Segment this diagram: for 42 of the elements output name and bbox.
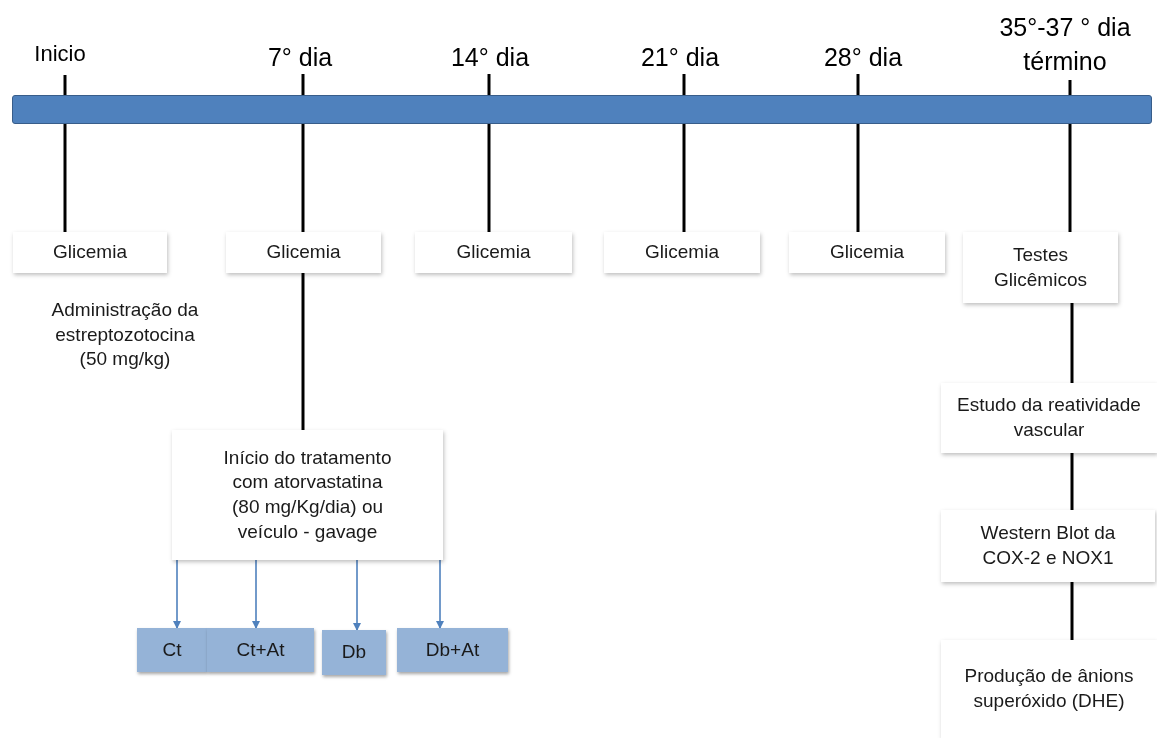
group-box: Db: [322, 630, 386, 675]
connector-line: [1068, 124, 1072, 232]
timeline-label: 28° dia: [808, 40, 918, 76]
process-box: Glicemia: [13, 232, 167, 273]
process-box: Glicemia: [604, 232, 760, 273]
arrow: [173, 559, 181, 629]
arrow: [252, 559, 260, 629]
connector-line: [301, 273, 305, 430]
note-text: Administração da estreptozotocina (50 mg/kg): [50, 298, 200, 372]
connector-line: [63, 75, 67, 95]
process-box: Produção de ânions superóxido (DHE): [941, 640, 1157, 738]
connector-line: [856, 74, 860, 95]
connector-line: [1068, 80, 1072, 95]
arrow: [353, 559, 361, 631]
connector-line: [487, 124, 491, 232]
group-box: Db+At: [397, 628, 508, 672]
group-box: Ct: [137, 628, 207, 672]
process-box: Glicemia: [789, 232, 945, 273]
timeline-label: 7° dia: [250, 40, 350, 76]
arrow: [436, 559, 444, 629]
connector-line: [1070, 303, 1074, 383]
connector-line: [856, 124, 860, 232]
process-box: Estudo da reatividade vascular: [941, 383, 1157, 453]
connector-line: [1070, 582, 1074, 640]
connector-line: [487, 74, 491, 95]
connector-line: [301, 124, 305, 232]
process-box: Início do tratamento com atorvastatina (80 mg/Kg/dia) ou veículo - gavage: [172, 430, 443, 560]
timeline-bar: [12, 95, 1152, 124]
connector-line: [682, 74, 686, 95]
timeline-label: 21° dia: [625, 40, 735, 76]
process-box: Testes Glicêmicos: [963, 232, 1118, 303]
timeline-label: 35°-37 ° dia término: [975, 10, 1155, 80]
connector-line: [682, 124, 686, 232]
connector-line: [1070, 453, 1074, 510]
timeline-label: Inicio: [20, 38, 100, 70]
process-box: Glicemia: [226, 232, 381, 273]
connector-line: [301, 74, 305, 95]
process-box: Glicemia: [415, 232, 572, 273]
connector-line: [63, 124, 67, 232]
process-box: Western Blot da COX-2 e NOX1: [941, 510, 1155, 582]
timeline-label: 14° dia: [435, 40, 545, 76]
group-box: Ct+At: [207, 628, 314, 672]
